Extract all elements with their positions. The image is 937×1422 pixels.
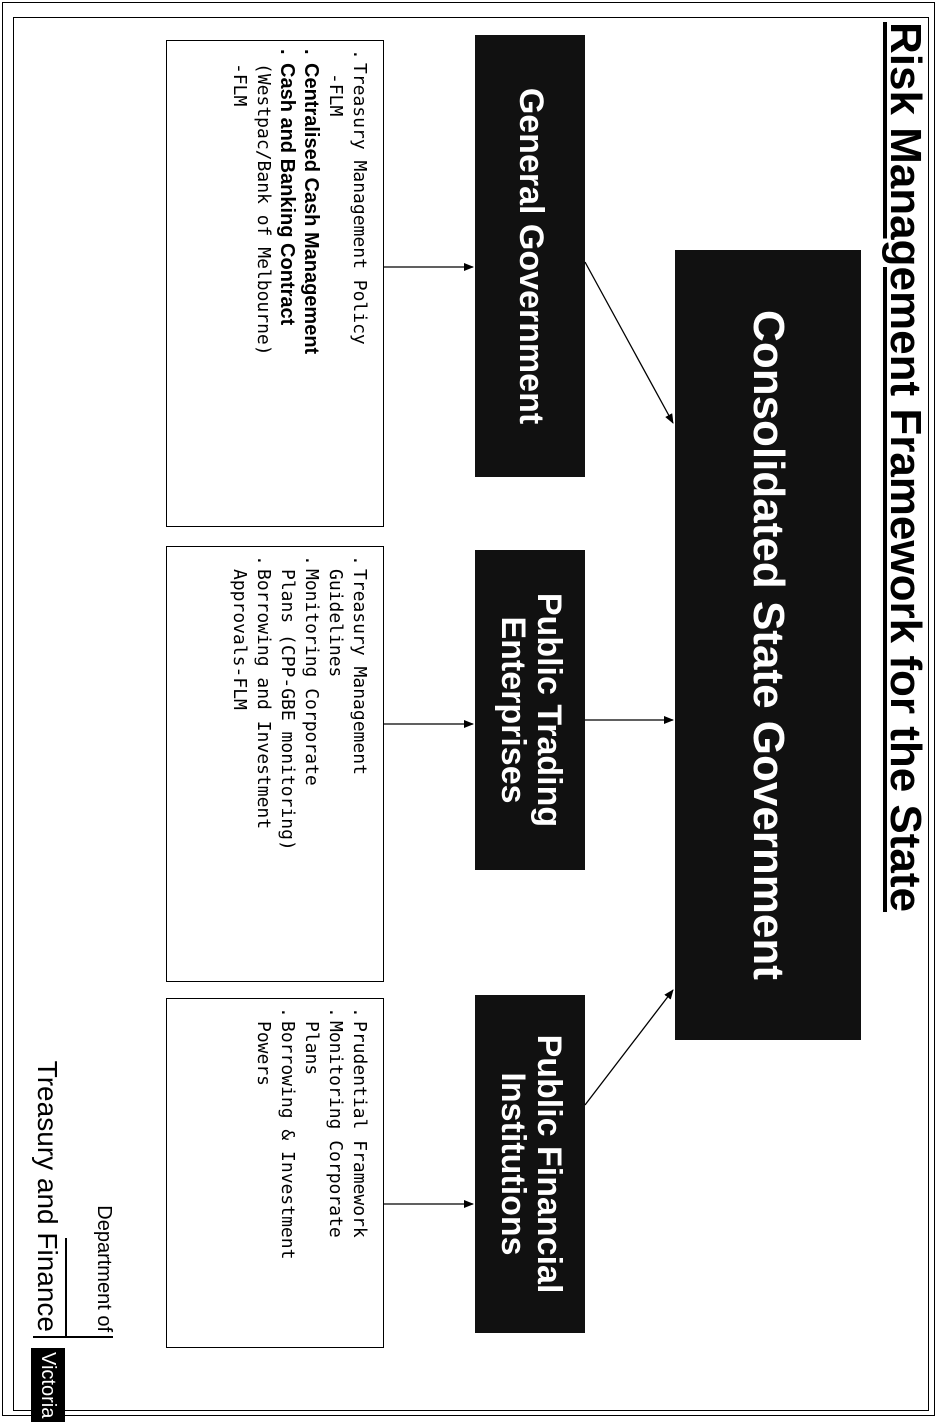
sector-label-line2: Institutions — [494, 1072, 532, 1256]
list-item: .Borrowing & Investment — [277, 1007, 298, 1260]
sector-label-line2: Enterprises — [494, 616, 532, 804]
victoria-badge: Victoria — [31, 1348, 65, 1422]
sector-box-general-government: General Government — [475, 35, 585, 477]
sector-box-public-trading-enterprises: Public Trading Enterprises — [475, 550, 585, 870]
list-item: Approvals-FLM — [229, 569, 250, 710]
arrow-general-to-main — [584, 261, 674, 424]
main-entity-label: Consolidated State Government — [744, 310, 794, 980]
sector-box-public-financial-institutions: Public Financial Institutions — [475, 995, 585, 1333]
list-item: Plans — [301, 1021, 322, 1076]
list-item: Guidelines — [325, 569, 346, 678]
list-item: -FLM — [229, 63, 250, 107]
list-item: Plans (CPP-GBE monitoring) — [277, 569, 298, 851]
list-item: .Treasury Management — [349, 555, 370, 775]
list-item: Powers — [253, 1021, 274, 1087]
logo-rule-vertical — [33, 1336, 113, 1338]
department-label: Department of — [93, 1205, 115, 1332]
detail-box-public-trading-enterprises: .Treasury Management Guidelines .Monitor… — [166, 546, 384, 982]
list-item: -FLM — [325, 73, 346, 117]
detail-box-general-government: .Treasury Management Policy -FLM .Centra… — [166, 40, 384, 527]
sector-label-line1: Public Trading — [529, 592, 568, 828]
list-item: (Westpac/Bank of Melbourne) — [253, 63, 274, 356]
page-title: Risk Management Framework for the State — [881, 22, 930, 913]
list-item: .Monitoring Corporate — [301, 555, 322, 786]
arrow-financial-to-main — [584, 989, 674, 1106]
sector-label-line1: Public Financial — [529, 1034, 568, 1294]
list-item: .Treasury Management Policy — [349, 49, 370, 345]
list-item: .Borrowing and Investment — [253, 555, 274, 830]
sector-label: General Government — [511, 87, 550, 425]
detail-box-public-financial-institutions: .Prudential Framework .Monitoring Corpor… — [166, 998, 384, 1348]
main-entity-box: Consolidated State Government — [675, 250, 861, 1040]
department-logo: Department of Treasury and Finance — [5, 1048, 115, 1338]
list-item: .Prudential Framework — [349, 1007, 370, 1238]
logo-rule-horizontal — [65, 1238, 67, 1338]
inner-border — [13, 17, 929, 1411]
department-name: Treasury and Finance — [32, 1060, 63, 1332]
list-item: .Centralised Cash Management — [300, 49, 322, 355]
list-item: .Cash and Banking Contract — [276, 49, 298, 326]
list-item: .Monitoring Corporate — [325, 1007, 346, 1238]
